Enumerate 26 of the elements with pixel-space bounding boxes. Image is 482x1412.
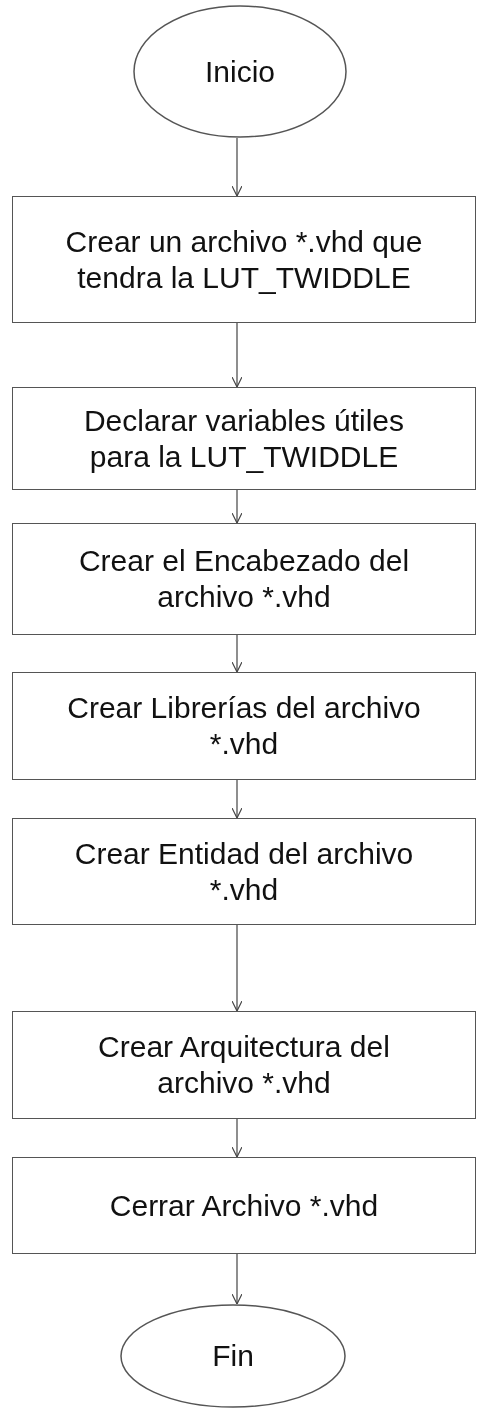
step-text: Crear Librerías del archivo *.vhd	[66, 690, 422, 762]
process-box	[12, 818, 476, 925]
process-box	[12, 1011, 476, 1119]
terminal-ellipse	[133, 5, 347, 138]
arrow	[231, 634, 243, 673]
step-text: Crear Entidad del archivo *.vhd	[73, 835, 415, 908]
process-box	[12, 523, 476, 635]
arrow	[231, 489, 243, 524]
step-text: Crear el Encabezado del archivo *.vhd	[77, 543, 411, 615]
arrow	[231, 322, 243, 388]
arrow	[231, 1118, 243, 1158]
process-box	[12, 1157, 476, 1254]
arrow	[231, 924, 243, 1012]
step-text: Fin	[212, 1338, 254, 1374]
step-text: Crear Arquitectura del archivo *.vhd	[97, 1029, 391, 1101]
step-text: Inicio	[204, 53, 275, 90]
arrow	[231, 137, 243, 197]
arrow	[231, 779, 243, 819]
process-box	[12, 672, 476, 780]
terminal-ellipse	[120, 1304, 346, 1408]
arrow	[231, 1253, 243, 1305]
step-text: Declarar variables útiles para la LUT_TWIDDLE	[82, 402, 406, 475]
step-text: Crear un archivo *.vhd que tendra la LUT_TWIDDLE	[64, 223, 424, 296]
process-box	[12, 196, 476, 323]
step-text: Cerrar Archivo *.vhd	[109, 1187, 379, 1224]
process-box	[12, 387, 476, 490]
